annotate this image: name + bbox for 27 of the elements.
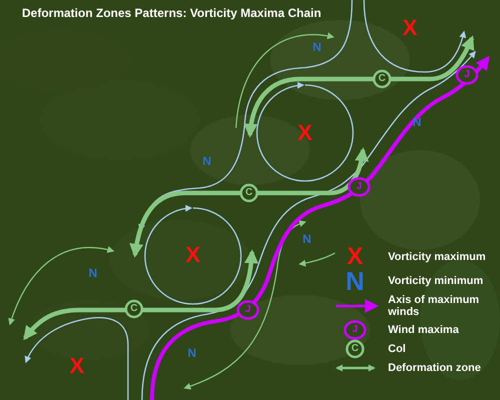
wind-maximum-label: J — [356, 182, 362, 192]
legend-text: Deformation zone — [388, 362, 481, 374]
wind-maximum-label: J — [245, 305, 251, 315]
vorticity-minimum-label: N — [202, 155, 212, 167]
vorticity-minimum-label: N — [412, 116, 422, 128]
legend-text: Axis of maximum winds — [388, 294, 480, 318]
vorticity-minimum-label: N — [346, 268, 364, 294]
vorticity-minimum-label: N — [312, 41, 322, 53]
col-label: C — [378, 74, 386, 84]
legend-text: Vorticity minimum — [388, 275, 484, 287]
vorticity-maximum-label: X — [347, 245, 363, 269]
vorticity-maximum-label: X — [70, 355, 84, 377]
col-label: C — [130, 304, 138, 314]
legend-text: Vorticity maximum — [388, 251, 486, 263]
vorticity-maximum-label: X — [186, 244, 200, 266]
legend-text: Col — [388, 343, 406, 355]
legend-text: Wind maxima — [388, 324, 459, 336]
vorticity-maximum-label: X — [298, 122, 312, 144]
wind-maximum-label: J — [464, 70, 470, 80]
vorticity-minimum-label: N — [302, 233, 312, 245]
col-label: C — [245, 188, 253, 198]
title: Deformation Zones Patterns: Vorticity Maxima Chain — [22, 6, 322, 20]
vorticity-minimum-label: N — [88, 267, 98, 279]
vorticity-minimum-label: N — [188, 347, 196, 359]
wind-maximum-label: J — [352, 325, 358, 335]
vorticity-maximum-label: X — [402, 17, 418, 39]
col-label: C — [351, 344, 359, 354]
